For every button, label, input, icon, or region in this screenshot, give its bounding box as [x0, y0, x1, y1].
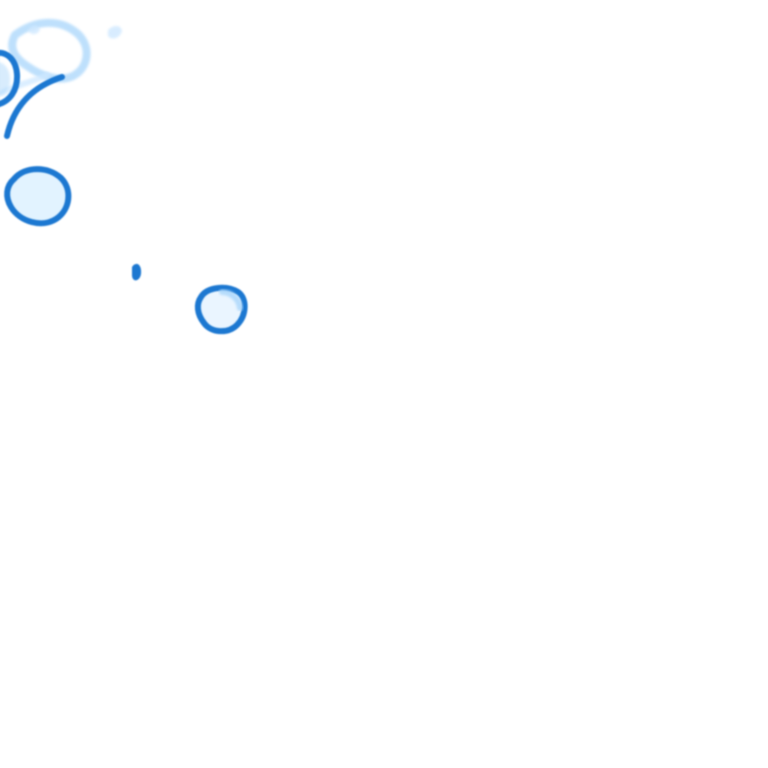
light-speck-upper	[28, 25, 40, 35]
top-left-blob-cluster	[0, 18, 122, 139]
center-left-outline-blob	[194, 284, 248, 335]
center-left-blob-highlight	[219, 289, 243, 311]
left-edge-light-fill	[0, 62, 10, 96]
upper-left-blob-outline	[4, 166, 72, 227]
small-dark-speck	[132, 263, 142, 281]
center-left-blob-outline	[194, 284, 248, 335]
left-edge-blob	[0, 49, 21, 107]
light-speck-top-right	[108, 25, 122, 39]
upper-left-outline-blob	[4, 166, 72, 227]
arc-stroke	[4, 74, 65, 139]
light-wisp-top-left	[8, 18, 91, 83]
upper-left-blob-fill	[7, 169, 69, 224]
